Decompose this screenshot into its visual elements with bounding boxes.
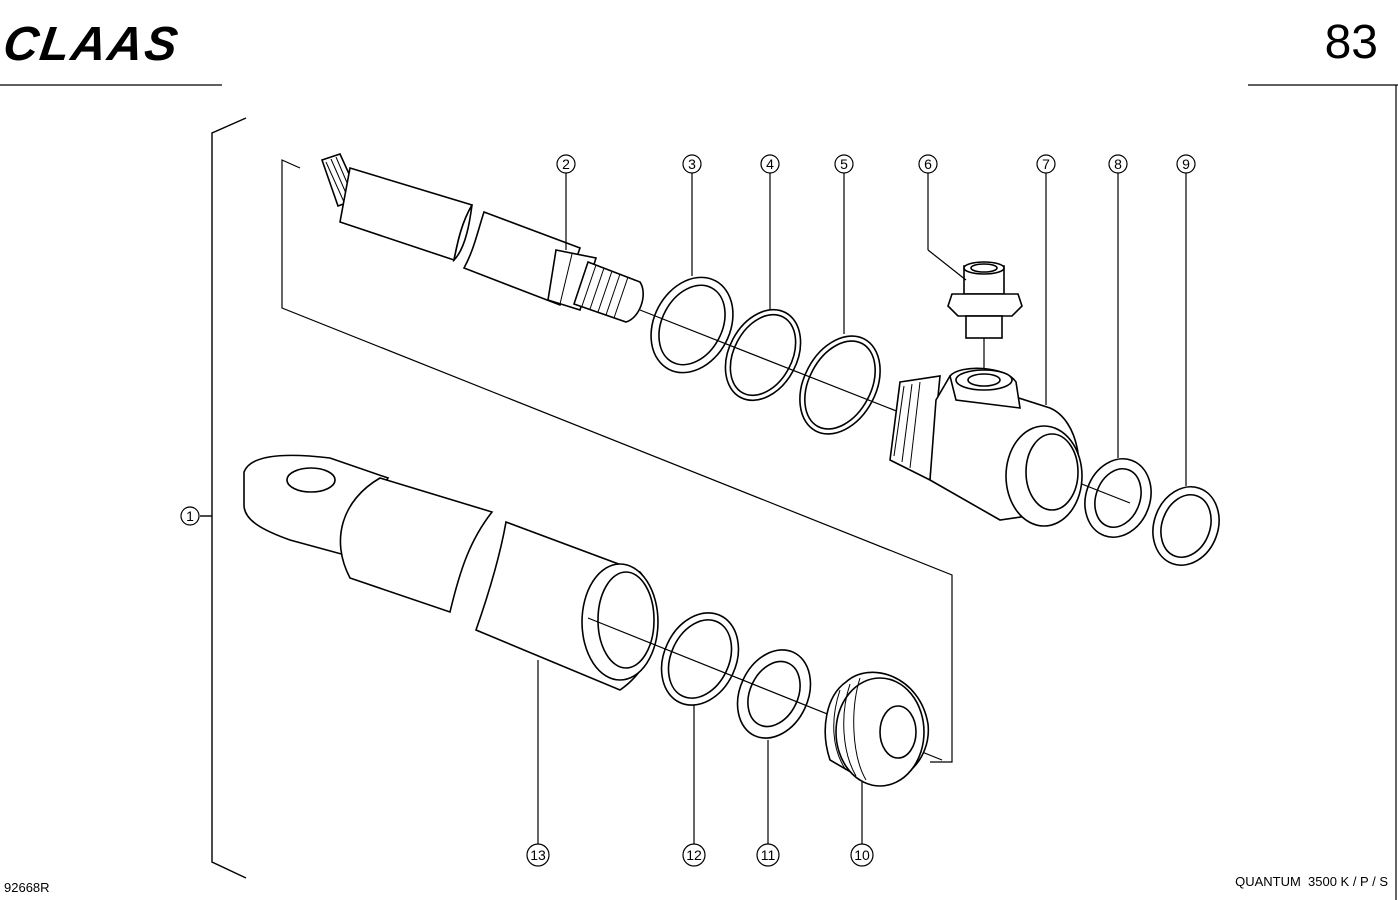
brand-logo: CLAAS bbox=[0, 17, 183, 71]
callout-7: 7 bbox=[1042, 156, 1050, 172]
piston bbox=[824, 671, 930, 787]
callout-11: 11 bbox=[761, 847, 776, 863]
callout-6: 6 bbox=[924, 156, 932, 172]
assembly-bracket bbox=[200, 117, 247, 879]
subassembly-outline bbox=[281, 159, 953, 763]
callout-9: 9 bbox=[1182, 156, 1190, 172]
hydraulic-fitting bbox=[947, 261, 1023, 372]
callout-13: 13 bbox=[530, 847, 546, 863]
callout-circles bbox=[180, 154, 1196, 867]
model-name: QUANTUM 3500 K / P / S bbox=[1235, 874, 1388, 889]
piston-rod bbox=[320, 153, 644, 323]
callout-10: 10 bbox=[854, 847, 870, 863]
cylinder-tube bbox=[243, 454, 659, 691]
page-frame bbox=[0, 84, 1398, 900]
leader-lines bbox=[537, 173, 1187, 845]
callout-5: 5 bbox=[840, 156, 848, 172]
callout-8: 8 bbox=[1114, 156, 1122, 172]
callout-2: 2 bbox=[562, 156, 570, 172]
head-seal-rings bbox=[1084, 458, 1220, 566]
drawing-code: 92668R bbox=[4, 880, 50, 895]
callout-1: 1 bbox=[186, 508, 194, 524]
callout-3: 3 bbox=[688, 156, 696, 172]
cylinder-head bbox=[889, 367, 1083, 527]
page-number: 83 bbox=[1325, 16, 1378, 69]
upper-seal-rings bbox=[650, 276, 881, 435]
callout-12: 12 bbox=[686, 847, 702, 863]
callout-4: 4 bbox=[766, 156, 774, 172]
lower-seal-rings bbox=[660, 612, 812, 739]
